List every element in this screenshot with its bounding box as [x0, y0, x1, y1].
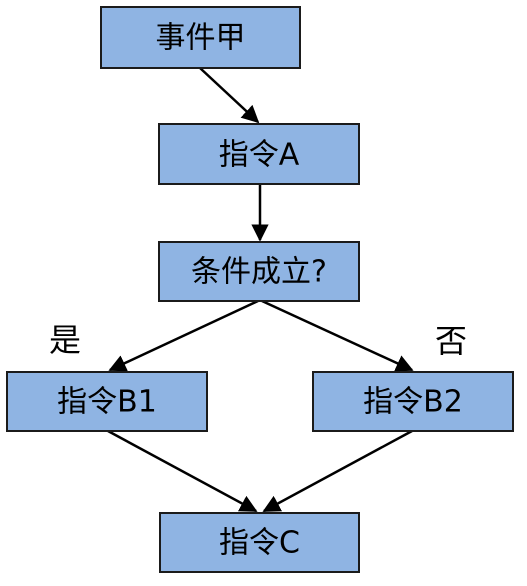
node-instruction-a-label: 指令A: [219, 138, 300, 173]
node-instruction-a: 指令A: [158, 123, 360, 185]
edge-b2-to-c: [262, 429, 413, 513]
node-condition-label: 条件成立?: [191, 255, 327, 290]
node-condition-box: [158, 241, 360, 302]
node-instruction-b2: 指令B2: [312, 371, 514, 432]
node-instruction-c: 指令C: [159, 512, 360, 573]
node-event-a: 事件甲: [100, 6, 301, 69]
node-instruction-a-box: [158, 123, 360, 185]
branch-label-yes: 是: [49, 321, 81, 359]
node-event-a-box: [100, 6, 301, 69]
node-instruction-b1: 指令B1: [6, 371, 208, 432]
node-event-a-label: 事件甲: [156, 21, 246, 56]
branch-label-no: 否: [435, 322, 467, 360]
node-instruction-b1-box: [6, 371, 208, 432]
node-condition: 条件成立?: [158, 241, 360, 302]
edge-b1-to-c: [107, 429, 258, 513]
node-instruction-b2-box: [312, 371, 514, 432]
node-instruction-b2-label: 指令B2: [363, 385, 463, 420]
edge-condition-to-b2: [261, 299, 414, 372]
node-instruction-c-box: [159, 512, 360, 573]
node-instruction-b1-label: 指令B1: [57, 385, 157, 420]
node-instruction-c-label: 指令C: [219, 526, 300, 561]
edges: [107, 67, 414, 513]
edge-event-to-instruction-a: [199, 67, 260, 124]
edge-condition-to-b1: [108, 299, 259, 372]
